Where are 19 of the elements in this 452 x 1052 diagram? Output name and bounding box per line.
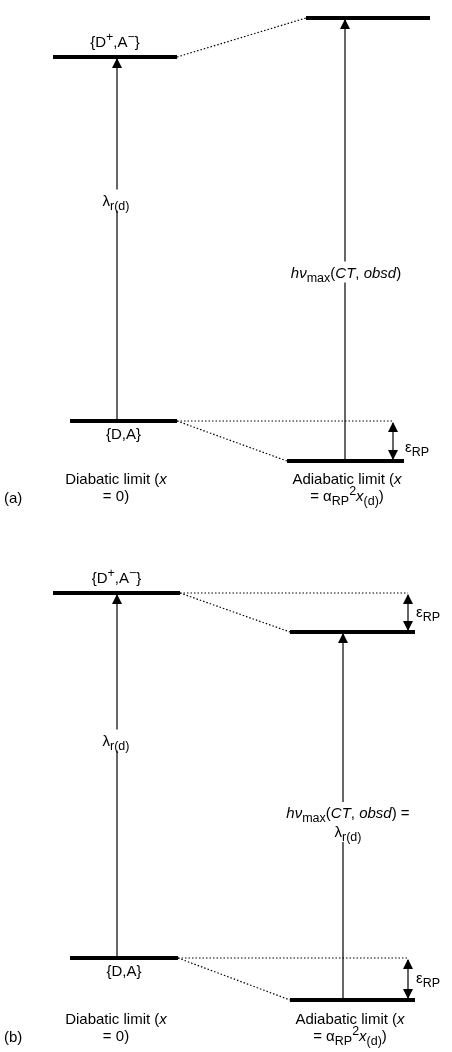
edge-label: λ$_{r(d)}$ xyxy=(100,729,132,751)
panel-label: (a) xyxy=(4,489,23,506)
gap-label: ε$_{RP}$ xyxy=(405,438,430,455)
state-label: {D,A} xyxy=(105,425,142,443)
edge-label: λ$_{r(d)}$ xyxy=(100,189,132,211)
panel-label: (b) xyxy=(4,1028,23,1045)
edge-label: hν$_{max}$(CT, obsd) xyxy=(288,261,404,283)
correlation-line xyxy=(176,17,307,58)
transition-arrow xyxy=(112,594,122,957)
transition-arrow xyxy=(338,633,348,999)
transition-arrow xyxy=(340,19,350,460)
state-label: {D$^{+}$,A$^{−}$} xyxy=(89,33,141,51)
state-label: {D,A} xyxy=(105,962,143,980)
limit-caption: Diabatic limit (x = 0) xyxy=(64,470,168,504)
gap-label: ε$_{RP}$ xyxy=(416,969,441,986)
state-label: {D$^{+}$,A$^{−}$} xyxy=(90,569,143,587)
gap-label: ε$_{RP}$ xyxy=(416,603,441,620)
limit-caption: Diabatic limit (x = 0) xyxy=(64,1010,168,1044)
transition-arrow xyxy=(112,58,122,420)
